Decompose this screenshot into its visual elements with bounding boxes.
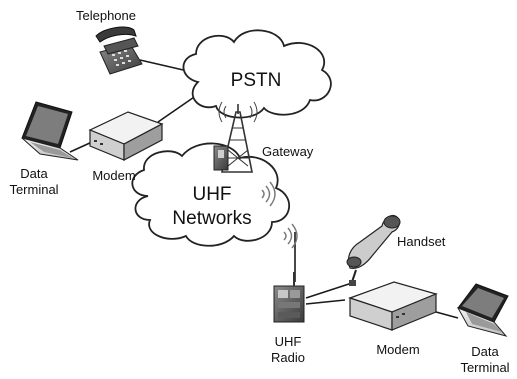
telephone-icon (95, 26, 143, 75)
gateway-label: Gateway (262, 144, 314, 159)
right-modem-icon (348, 281, 438, 331)
right-laptop-icon (456, 283, 509, 337)
uhf-radio-icon (273, 272, 305, 323)
left-laptop-icon (21, 101, 79, 161)
handset-icon (346, 214, 401, 286)
pstn-cloud: PSTN (182, 29, 332, 119)
right-modem-label: Modem (376, 342, 419, 357)
wireless-signal-icon (261, 181, 298, 249)
telephone-label: Telephone (76, 8, 136, 23)
uhf-radio-label-line2: Radio (271, 350, 305, 365)
handset-label: Handset (397, 234, 446, 249)
right-data-terminal-label-line1: Data (471, 344, 499, 359)
left-data-terminal-label-line2: Terminal (9, 182, 58, 197)
uhf-cloud-label-line1: UHF (192, 184, 231, 205)
line-radio-handset (305, 281, 356, 299)
line-radio-modem-right (305, 299, 346, 305)
line-terminal-modem-left (69, 141, 93, 153)
left-modem-icon (88, 111, 164, 161)
uhf-radio-label-line1: UHF (275, 334, 302, 349)
pstn-label: PSTN (231, 70, 282, 91)
left-modem-label: Modem (92, 168, 135, 183)
left-data-terminal-label-line1: Data (20, 166, 48, 181)
right-data-terminal-label-line2: Terminal (460, 360, 509, 375)
gateway-tower-icon (213, 101, 258, 173)
uhf-networks-cloud: UHF Networks (131, 142, 298, 249)
line-modem-terminal-right (435, 311, 459, 319)
uhf-cloud-label-line2: Networks (172, 208, 251, 229)
